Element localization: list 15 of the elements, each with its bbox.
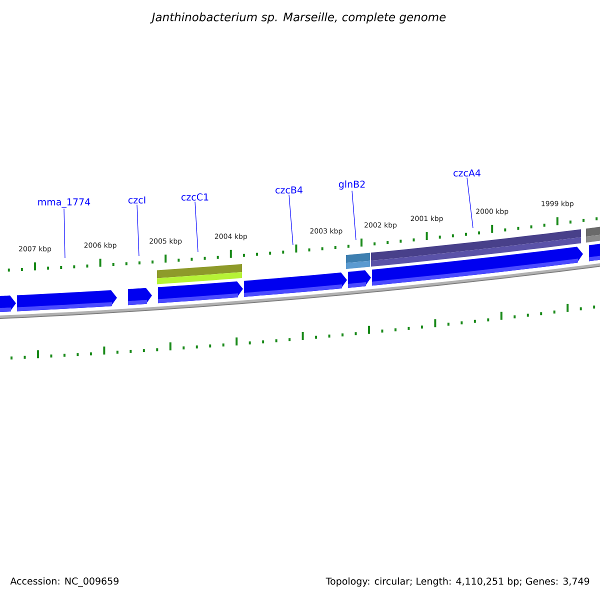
leader-line xyxy=(136,204,140,256)
leader-line xyxy=(288,194,294,246)
leader-line xyxy=(194,202,198,252)
leader-line xyxy=(466,177,474,228)
leader-line xyxy=(352,190,356,240)
gene-label: czcB4 xyxy=(276,186,302,194)
footer-text: Accession: NC_009659 xyxy=(10,577,118,587)
gene-label: glnB2 xyxy=(338,180,365,190)
footer-text: Topology: circular; Length: 4,110,251 bp; Genes: 3,749 xyxy=(326,577,590,587)
leader-line xyxy=(64,208,66,258)
gene-label: czcA4 xyxy=(454,169,480,177)
gene-label: czcC1 xyxy=(181,193,208,201)
title: Janthinobacterium sp. Marseille, complete genome xyxy=(150,12,446,24)
gene-label: czcI xyxy=(128,196,146,204)
gene-label: mma_1774 xyxy=(38,198,90,208)
